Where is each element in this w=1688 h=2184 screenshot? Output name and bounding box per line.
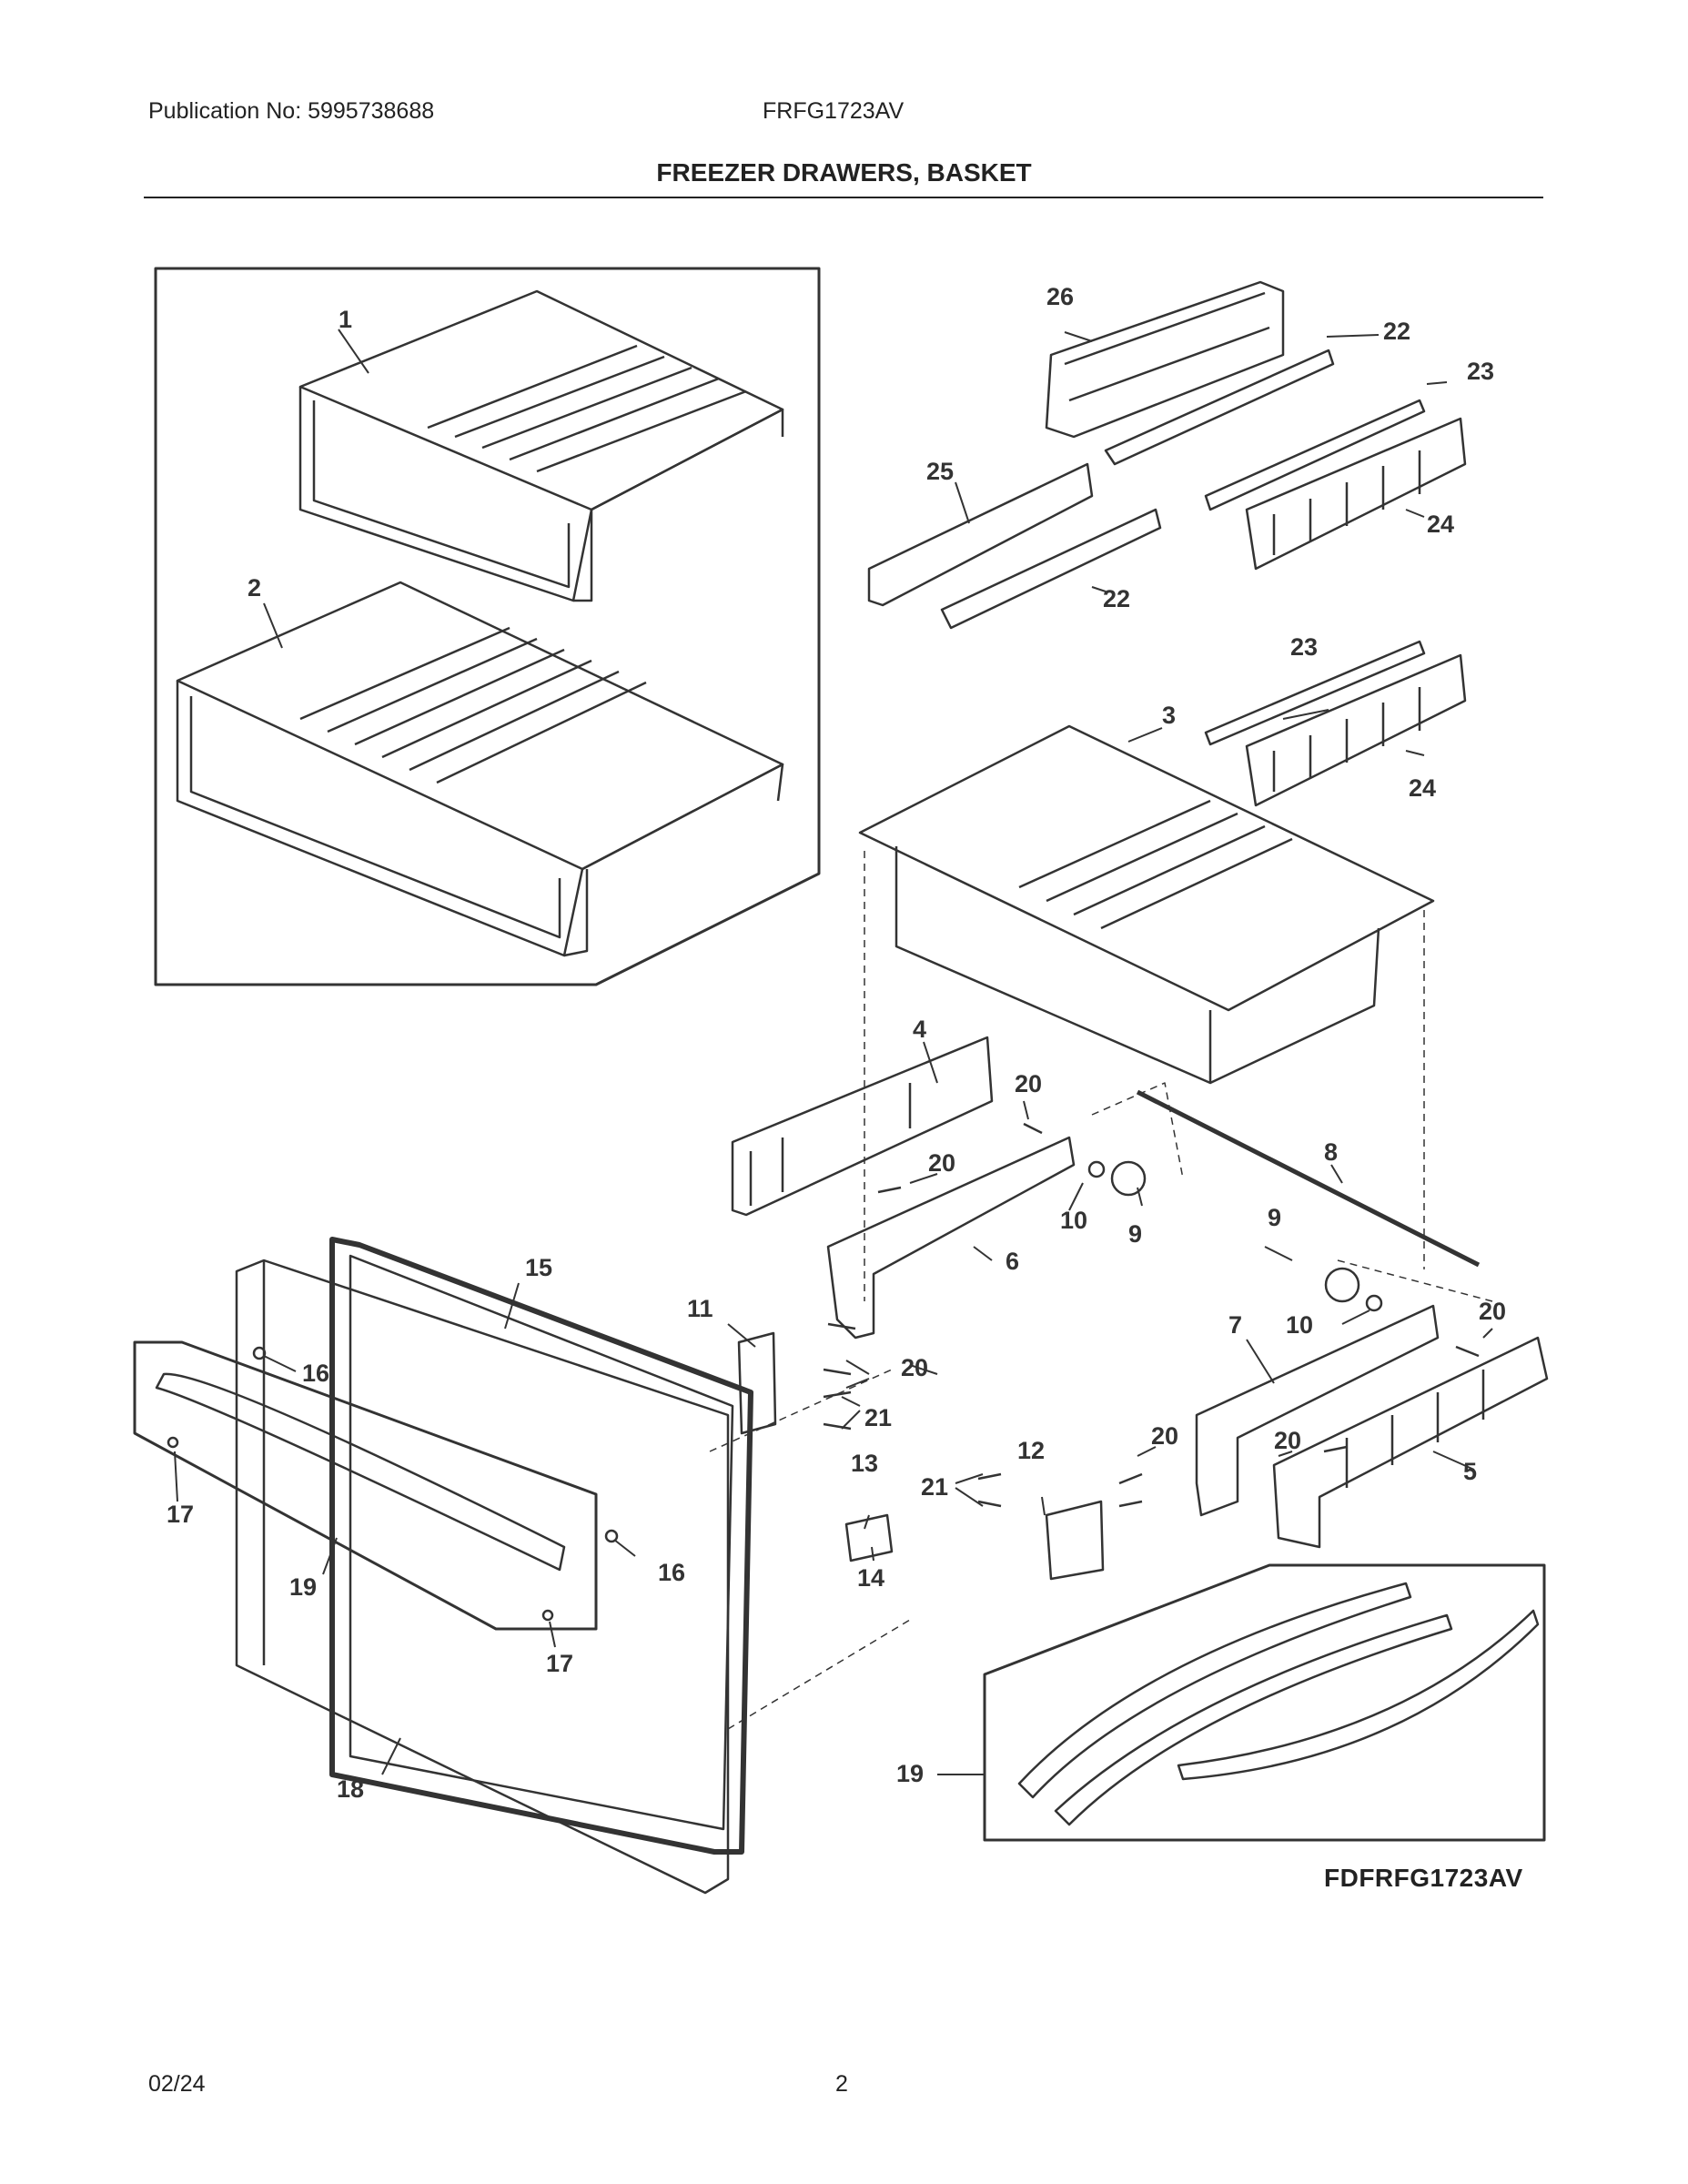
part-label-18: 18 [337,1775,364,1803]
part-label-22-bottom: 22 [1103,585,1130,612]
part-17-screw-left [167,1436,179,1449]
part-label-25: 25 [926,458,954,485]
part-label-22-top: 22 [1383,318,1410,345]
part-label-20-right: 20 [1479,1298,1506,1325]
part-label-3: 3 [1162,702,1176,729]
part-11-hinge [737,1331,777,1435]
part-label-23-top: 23 [1467,358,1494,385]
part-label-24-bottom: 24 [1409,774,1436,802]
part-12-hinge [1045,1500,1105,1581]
part-9-gear-right [1324,1267,1360,1303]
part-17-screw-right [541,1609,554,1622]
inset-box-drawers [154,267,821,986]
part-25-rail [867,462,1094,607]
part-24-grid-upper [1245,417,1467,571]
part-24-grid-lower [1245,653,1467,807]
part-label-20-center: 20 [1151,1422,1178,1450]
part-3-basket [858,724,1435,1085]
part-label-24-top: 24 [1427,511,1454,538]
part-label-15: 15 [525,1254,552,1281]
part-10-bushing-right [1365,1294,1383,1312]
part-19-handle [155,1372,566,1572]
part-label-8: 8 [1324,1138,1338,1166]
part-label-6: 6 [1006,1248,1019,1275]
part-label-16-right: 16 [658,1559,685,1586]
pins [823,1122,1480,1508]
page-number: 2 [835,2071,848,2097]
upper-drawer-part [298,289,784,602]
assembly-guide-lines [709,851,1493,1730]
part-label-5: 5 [1463,1458,1477,1485]
part-label-9-left: 9 [1128,1220,1142,1248]
part-23-rail-upper [1204,399,1426,511]
footer-date: 02/24 [148,2071,206,2097]
part-label-10-right: 10 [1286,1311,1313,1339]
header-rule [144,197,1543,198]
part-label-19-variants: 19 [896,1760,924,1787]
part-label-20-top: 20 [1015,1070,1042,1097]
part-label-10-left: 10 [1060,1207,1087,1234]
part-label-21-right: 21 [921,1473,948,1501]
part-label-12: 12 [1017,1437,1045,1464]
part-16-stud-left [252,1346,267,1360]
part-15-gasket [329,1237,753,1855]
part-label-11: 11 [687,1295,713,1322]
part-4-slide [731,1036,994,1217]
part-label-17-left: 17 [167,1501,194,1528]
publication-number: Publication No: 5995738688 [148,98,435,124]
page-title: FREEZER DRAWERS, BASKET [656,158,1032,187]
part-5-grid [1272,1336,1549,1549]
part-9-gear-left [1110,1160,1147,1197]
part-10-bushing-left [1087,1160,1106,1178]
handle-variant-1 [1017,1582,1412,1799]
part-8-rod [1136,1089,1481,1268]
part-label-23-bottom: 23 [1290,633,1318,661]
part-label-16-left: 16 [302,1360,329,1387]
part-22-rail-upper [1104,349,1335,466]
part-13-bracket [844,1513,894,1562]
part-label-17-right: 17 [546,1650,573,1677]
part-22-rail-lower [940,508,1162,630]
part-7-slide [1195,1304,1440,1517]
part-26-bracket [1045,280,1285,439]
part-6-slide [826,1136,1076,1340]
model-number: FRFG1723AV [763,98,905,124]
part-16-stud-right [604,1529,619,1543]
part-label-20-middle: 20 [928,1149,955,1177]
part-label-4: 4 [913,1016,926,1043]
handle-variant-2 [1054,1613,1453,1826]
inset-box-handle-detail [133,1340,598,1631]
leader-lines [174,329,1493,1775]
part-label-13: 13 [851,1450,878,1477]
part-label-7: 7 [1228,1311,1242,1339]
part-label-14: 14 [857,1564,884,1592]
part-label-1: 1 [339,306,352,333]
handle-variant-3 [1177,1609,1540,1781]
inset-box-handles [983,1563,1546,1842]
part-label-21-left: 21 [864,1404,892,1431]
part-label-20-center-right: 20 [1274,1427,1301,1454]
part-label-9-right: 9 [1268,1204,1281,1231]
diagram-code: FDFRFG1723AV [1324,1864,1523,1892]
part-label-20-lower-left: 20 [901,1354,928,1381]
lower-drawer-part [176,581,784,957]
part-number-labels: 1 2 3 4 5 6 7 8 9 9 10 10 11 12 13 14 15… [167,283,1506,1803]
part-label-26: 26 [1046,283,1074,310]
part-label-2: 2 [248,574,261,602]
part-23-rail-lower [1204,640,1426,746]
part-label-19-detail: 19 [289,1573,317,1601]
